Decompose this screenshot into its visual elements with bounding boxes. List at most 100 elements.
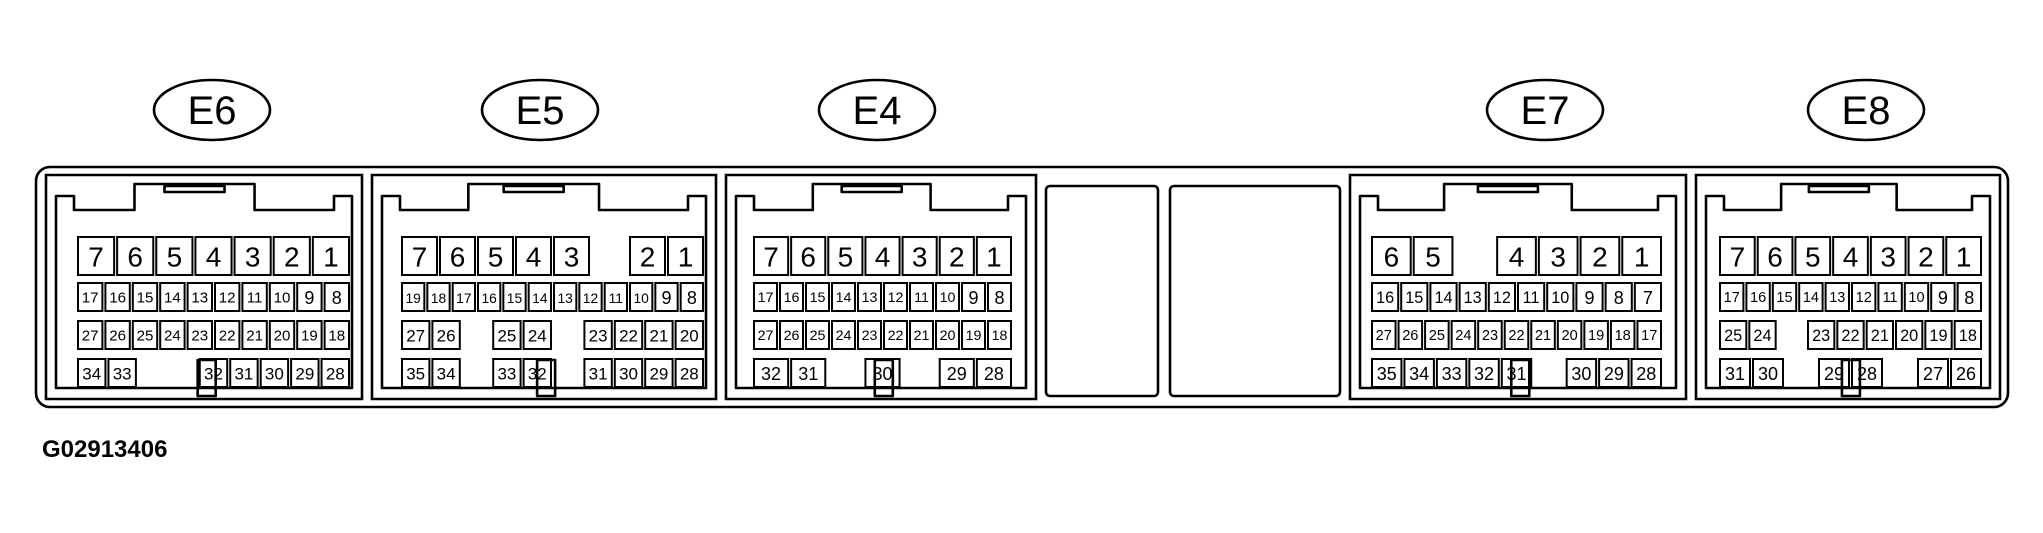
pin-cell bbox=[790, 358, 827, 388]
pin-number: 10 bbox=[274, 290, 291, 307]
pin-number: 1 bbox=[986, 242, 1002, 273]
pin-cell bbox=[883, 320, 908, 350]
pin-cell bbox=[401, 236, 438, 276]
pin-cell bbox=[1500, 358, 1533, 388]
pin-cell bbox=[654, 282, 679, 312]
pin-number: 4 bbox=[875, 242, 891, 273]
pin-number: 33 bbox=[113, 365, 132, 384]
pin-number: 34 bbox=[1409, 364, 1429, 384]
pin-number: 27 bbox=[1376, 328, 1392, 344]
pin-number: 5 bbox=[167, 242, 183, 273]
pin-number: 15 bbox=[137, 290, 154, 307]
connector-housing bbox=[54, 182, 354, 390]
pin-cell bbox=[629, 282, 654, 312]
pin-number: 28 bbox=[326, 365, 345, 384]
pin-number: 9 bbox=[968, 288, 978, 308]
pin-cell bbox=[77, 358, 107, 388]
pin-cell bbox=[323, 282, 351, 312]
pin-cell bbox=[159, 320, 186, 350]
pin-number: 17 bbox=[82, 290, 99, 307]
pin-cell bbox=[1503, 320, 1530, 350]
pin-number: 8 bbox=[1614, 288, 1624, 308]
pin-cell bbox=[938, 358, 975, 388]
pin-number: 13 bbox=[1464, 289, 1482, 307]
pin-number: 30 bbox=[619, 365, 638, 384]
pin-number: 23 bbox=[191, 328, 208, 345]
connector-label: E4 bbox=[853, 89, 902, 133]
pin-cell bbox=[753, 320, 778, 350]
pin-number: 20 bbox=[274, 328, 291, 345]
pin-cell bbox=[214, 282, 241, 312]
pin-number: 6 bbox=[1767, 242, 1783, 273]
pin-number: 4 bbox=[1843, 242, 1859, 273]
pin-number: 6 bbox=[1384, 242, 1400, 273]
pin-cell bbox=[401, 282, 426, 312]
pin-cell bbox=[938, 236, 975, 276]
pin-number: 30 bbox=[1758, 364, 1778, 384]
pin-cell bbox=[1604, 282, 1633, 312]
pin-number: 19 bbox=[1929, 327, 1947, 345]
pin-cell bbox=[1798, 282, 1824, 312]
pin-cell bbox=[1752, 358, 1784, 388]
pin-cell bbox=[583, 320, 613, 350]
pin-cell bbox=[1818, 358, 1850, 388]
pin-number: 12 bbox=[888, 290, 904, 306]
pin-number: 29 bbox=[649, 365, 668, 384]
pin-cell bbox=[502, 282, 527, 312]
pin-cell bbox=[857, 320, 882, 350]
pin-number: 8 bbox=[994, 288, 1004, 308]
pin-number: 15 bbox=[810, 290, 826, 306]
connector-label: E6 bbox=[188, 89, 237, 133]
pin-cell bbox=[323, 320, 351, 350]
pin-cell bbox=[426, 282, 451, 312]
pin-number: 11 bbox=[609, 290, 624, 306]
pin-number: 15 bbox=[507, 290, 523, 306]
pin-cell bbox=[77, 282, 104, 312]
pin-cell bbox=[1907, 236, 1945, 276]
pin-cell bbox=[401, 320, 431, 350]
pin-number: 23 bbox=[1812, 327, 1830, 345]
pin-number: 27 bbox=[406, 327, 425, 346]
pin-number: 9 bbox=[304, 288, 314, 308]
pin-cell bbox=[1609, 320, 1636, 350]
pin-number: 8 bbox=[332, 288, 342, 308]
pin-number: 8 bbox=[1964, 288, 1974, 308]
pin-number: 19 bbox=[966, 328, 982, 344]
pin-cell bbox=[1412, 236, 1454, 276]
pin-cell bbox=[1719, 358, 1751, 388]
pin-number: 22 bbox=[888, 328, 904, 344]
pin-cell bbox=[603, 282, 629, 312]
pin-number: 5 bbox=[488, 242, 504, 273]
pin-cell bbox=[194, 236, 233, 276]
pin-cell bbox=[1807, 320, 1836, 350]
pin-number: 3 bbox=[1550, 242, 1566, 273]
pin-number: 11 bbox=[914, 290, 929, 306]
pin-number: 28 bbox=[984, 364, 1004, 384]
pin-number: 11 bbox=[1883, 290, 1898, 306]
pin-number: 11 bbox=[1523, 289, 1540, 307]
pin-cell bbox=[296, 320, 323, 350]
pin-number: 23 bbox=[1482, 328, 1498, 344]
pin-number: 3 bbox=[912, 242, 928, 273]
pin-number: 18 bbox=[328, 328, 345, 345]
pin-number: 26 bbox=[437, 327, 456, 346]
pin-cell bbox=[1945, 236, 1983, 276]
pin-cell bbox=[1468, 358, 1500, 388]
pin-number: 24 bbox=[1753, 327, 1771, 345]
pin-number: 8 bbox=[687, 288, 697, 308]
pin-number: 9 bbox=[1938, 288, 1948, 308]
pin-cell bbox=[241, 320, 268, 350]
pin-cell bbox=[1836, 320, 1865, 350]
pin-number: 22 bbox=[1841, 327, 1859, 345]
pin-number: 29 bbox=[1824, 364, 1844, 384]
pin-number: 10 bbox=[633, 290, 649, 306]
pin-number: 1 bbox=[1634, 242, 1650, 273]
pin-number: 1 bbox=[678, 242, 694, 273]
pin-cell bbox=[613, 358, 644, 388]
pin-number: 2 bbox=[284, 242, 300, 273]
pin-cell bbox=[104, 320, 131, 350]
blank-panel-left bbox=[1044, 184, 1160, 398]
pin-number: 6 bbox=[800, 242, 816, 273]
pin-number: 22 bbox=[1508, 328, 1524, 344]
